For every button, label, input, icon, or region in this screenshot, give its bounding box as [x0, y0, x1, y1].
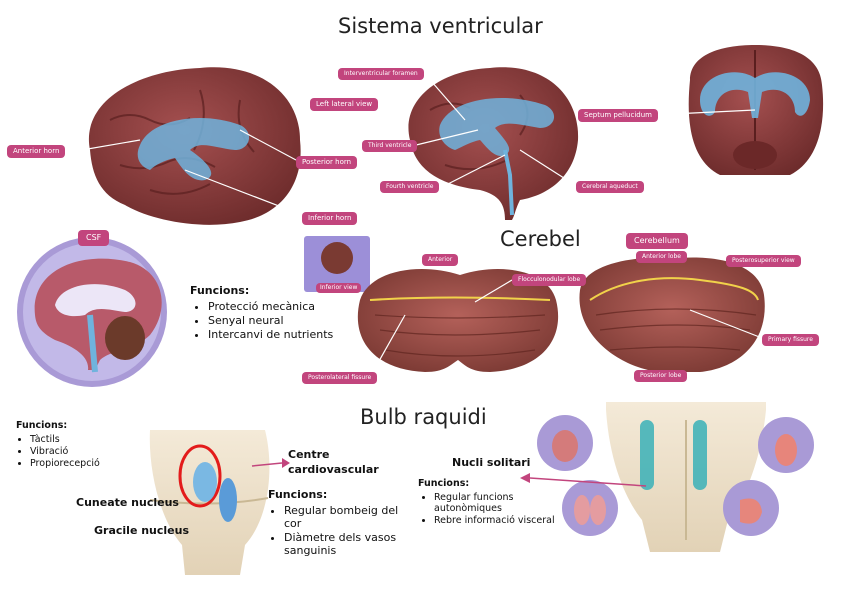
- tag-anterior-lobe: Anterior lobe: [636, 251, 687, 263]
- bulb-left-function-item: Tàctils: [30, 434, 100, 445]
- label-gracile-nucleus: Gracile nucleus: [94, 524, 190, 537]
- csf-function-item: Senyal neural: [208, 314, 333, 327]
- brain-middle: [408, 67, 579, 220]
- bulb-left-functions: Funcions: Tàctils Vibració Propiorecepci…: [16, 420, 100, 470]
- title-cerebel: Cerebel: [500, 227, 581, 251]
- bulb-left-function-item: Propiorecepció: [30, 458, 100, 469]
- tag-anterior-horn: Anterior horn: [7, 145, 66, 158]
- bulb-mid-functions: Funcions: Regular bombeig del cor Diàmet…: [268, 488, 418, 558]
- bulb-right-functions-heading: Funcions:: [418, 478, 470, 489]
- label-cuneate-nucleus: Cuneate nucleus: [76, 496, 179, 509]
- csf-function-item: Intercanvi de nutrients: [208, 328, 333, 341]
- cerebellum-badge: Cerebellum: [626, 233, 688, 249]
- brain-right-front: [688, 45, 824, 175]
- label-centre-cardiovascular: Centre cardiovascular: [288, 448, 379, 476]
- tag-posterolateral-fissure: Posterolateral fissure: [302, 372, 378, 384]
- arrow-nucli-solitari: [529, 477, 647, 487]
- csf-functions: Funcions: Protecció mecànica Senyal neur…: [190, 284, 333, 342]
- label-nucli-solitari: Nucli solitari: [452, 456, 531, 469]
- bulb-mid-functions-heading: Funcions:: [268, 488, 328, 501]
- tag-posterosuperior-view: Posterosuperior view: [726, 255, 801, 267]
- tag-third-ventricle: Third ventricle: [362, 140, 418, 152]
- brain-left-lateral: [88, 67, 301, 225]
- tag-inferior-view: Inferior view: [316, 283, 362, 293]
- brainstem-left: [149, 430, 270, 575]
- organ-heart-circle: [537, 415, 593, 471]
- organ-tongue-circle: [758, 417, 814, 473]
- bulb-mid-function-item: Diàmetre dels vasos sanguinis: [284, 531, 418, 557]
- bulb-left-functions-heading: Funcions:: [16, 420, 68, 431]
- bulb-right-functions: Funcions: Regular funcions autonòmiques …: [418, 478, 568, 527]
- title-bulb-raquidi: Bulb raquidi: [360, 405, 487, 429]
- cerebellum-right: [579, 257, 765, 372]
- tag-fourth-ventricle: Fourth ventricle: [380, 181, 440, 193]
- title-sistema-ventricular: Sistema ventricular: [338, 14, 543, 38]
- arrow-centre-cardio: [251, 462, 283, 467]
- tag-cerebral-aqueduct: Cerebral aqueduct: [576, 181, 644, 193]
- bulb-left-function-item: Vibració: [30, 446, 100, 457]
- tag-interventricular-foramen: Interventricular foramen: [338, 68, 424, 80]
- bulb-right-function-item: Rebre informació visceral: [434, 515, 568, 526]
- cerebellum-left: [357, 268, 559, 372]
- csf-badge: CSF: [78, 230, 110, 246]
- csf-circle: [17, 237, 167, 387]
- tag-septum-pellucidum: Septum pellucidum: [578, 109, 658, 122]
- csf-function-item: Protecció mecànica: [208, 300, 333, 313]
- bulb-right-function-item: Regular funcions autonòmiques: [434, 492, 568, 514]
- cerebellum-thumbnail: [304, 236, 370, 292]
- tag-left-lateral-view: Left lateral view: [310, 98, 379, 111]
- tag-anterior: Anterior: [422, 254, 459, 266]
- tag-posterior-lobe: Posterior lobe: [634, 370, 688, 382]
- csf-functions-heading: Funcions:: [190, 284, 250, 297]
- connector-lines: [75, 73, 763, 378]
- tag-inferior-horn: Inferior horn: [302, 212, 358, 225]
- tag-flocculonodular-lobe: Flocculonodular lobe: [512, 274, 587, 286]
- tag-posterior-horn: Posterior horn: [296, 156, 358, 169]
- tag-primary-fissure: Primary fissure: [762, 334, 819, 346]
- bulb-mid-function-item: Regular bombeig del cor: [284, 504, 418, 530]
- organ-lungs-circle: [562, 480, 618, 536]
- organ-stomach-circle: [723, 480, 779, 536]
